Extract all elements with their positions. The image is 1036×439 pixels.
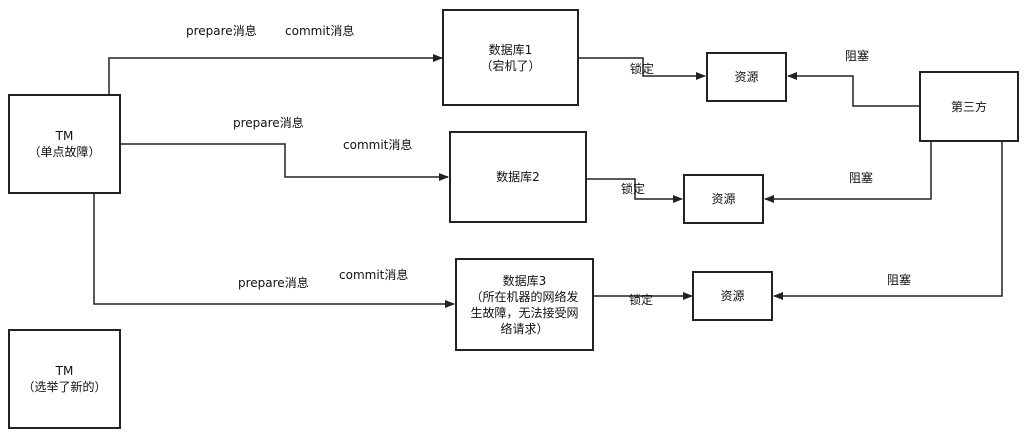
db3-line-2: （所在机器的网络发 (470, 289, 579, 304)
edge-third-res3 (773, 142, 1003, 300)
db3-line-4: 络请求） (500, 321, 549, 336)
tm-main-subtitle: （单点故障） (28, 145, 101, 159)
label-commit-1: commit消息 (285, 24, 355, 38)
db1-subtitle: （宕机了） (480, 58, 541, 73)
third-party-box: 第三方 (919, 71, 1019, 142)
db3-line-1: 数据库3 (502, 273, 547, 288)
label-lock-2: 锁定 (621, 182, 646, 196)
label-block-3: 阻塞 (887, 273, 912, 287)
resource-2-box: 资源 (683, 174, 764, 224)
db3-box: 数据库3 （所在机器的网络发 生故障，无法接受网 络请求） (455, 258, 594, 351)
edge-third-res2 (764, 142, 932, 203)
tm-new-subtitle: （选举了新的） (22, 380, 107, 394)
label-commit-3: commit消息 (339, 268, 409, 282)
third-party-title: 第三方 (950, 99, 987, 114)
tm-new-box: TM （选举了新的） (8, 329, 121, 429)
resource-2-title: 资源 (711, 192, 736, 206)
db2-box: 数据库2 (449, 131, 587, 223)
tm-main-title: TM (55, 129, 74, 143)
edge-db1-res1 (579, 57, 706, 80)
label-commit-2: commit消息 (343, 138, 413, 152)
edge-tm-db2 (121, 143, 449, 181)
edge-third-res1 (787, 72, 919, 107)
edge-tm-db3 (93, 193, 455, 308)
label-block-2: 阻塞 (849, 171, 874, 185)
db3-line-3: 生故障，无法接受网 (470, 305, 579, 320)
label-prepare-2: prepare消息 (233, 116, 304, 130)
db2-title: 数据库2 (496, 170, 540, 184)
db1-box: 数据库1 （宕机了） (442, 9, 579, 106)
tm-main-box: TM （单点故障） (8, 94, 121, 194)
edge-tm-db1 (108, 54, 443, 95)
db1-title: 数据库1 (488, 42, 533, 57)
resource-3-box: 资源 (692, 271, 773, 321)
label-lock-3: 锁定 (629, 293, 654, 307)
label-prepare-3: prepare消息 (238, 276, 309, 290)
tm-new-title: TM (55, 364, 74, 378)
resource-1-title: 资源 (734, 70, 759, 84)
resource-3-title: 资源 (720, 289, 745, 303)
label-lock-1: 锁定 (630, 62, 655, 76)
edge-db2-res2 (587, 178, 683, 203)
resource-1-box: 资源 (706, 52, 787, 102)
label-block-1: 阻塞 (845, 49, 870, 63)
label-prepare-1: prepare消息 (186, 24, 257, 38)
